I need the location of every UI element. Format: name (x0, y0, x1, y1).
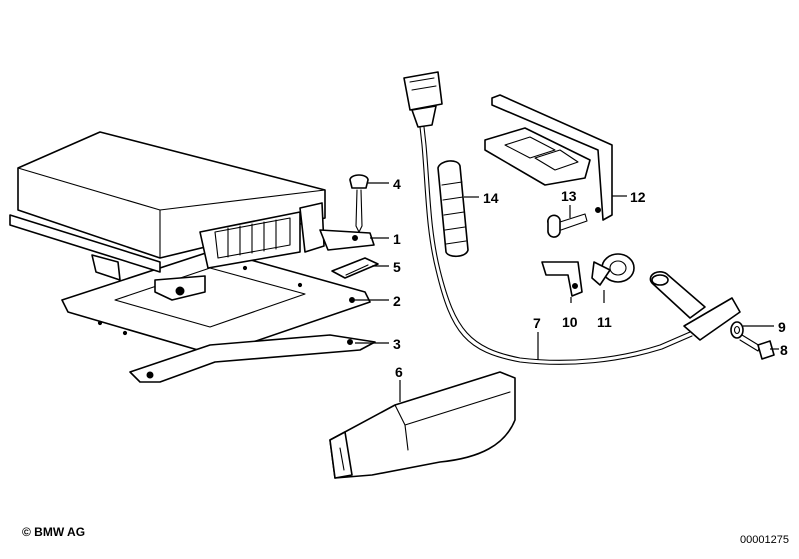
bracket-part-12 (484, 94, 613, 221)
washer-part-9 (730, 321, 744, 339)
bolt-part-8 (739, 334, 775, 360)
callout-14: 14 (483, 190, 499, 206)
control-unit (9, 131, 375, 301)
callout-6: 6 (395, 364, 403, 380)
callout-4: 4 (393, 176, 401, 192)
leader-lines (355, 182, 779, 402)
callout-1: 1 (393, 231, 401, 247)
sensor-cable (403, 71, 741, 365)
callout-10: 10 (562, 314, 578, 330)
callout-8: 8 (780, 342, 788, 358)
callout-2: 2 (393, 293, 401, 309)
bolt-part-13 (547, 213, 588, 238)
holder-part-10 (541, 261, 583, 297)
cover-part-6 (329, 371, 516, 479)
callout-5: 5 (393, 259, 401, 275)
callout-9: 9 (778, 319, 786, 335)
callout-11: 11 (597, 314, 612, 330)
diagram-id: 00001275 (740, 534, 789, 546)
screw-part-4 (349, 174, 369, 233)
callout-3: 3 (393, 336, 401, 352)
clip-part-5 (331, 257, 379, 279)
callout-12: 12 (630, 189, 646, 205)
copyright-notice: © BMW AG (22, 525, 86, 539)
callout-7: 7 (533, 315, 541, 331)
protective-sleeve (437, 160, 469, 258)
clamp-part-11 (591, 253, 635, 286)
mounting-plate (61, 249, 376, 383)
callout-13: 13 (561, 188, 577, 204)
callouts: 1 2 3 4 5 6 7 8 9 10 11 12 13 14 (393, 176, 788, 380)
